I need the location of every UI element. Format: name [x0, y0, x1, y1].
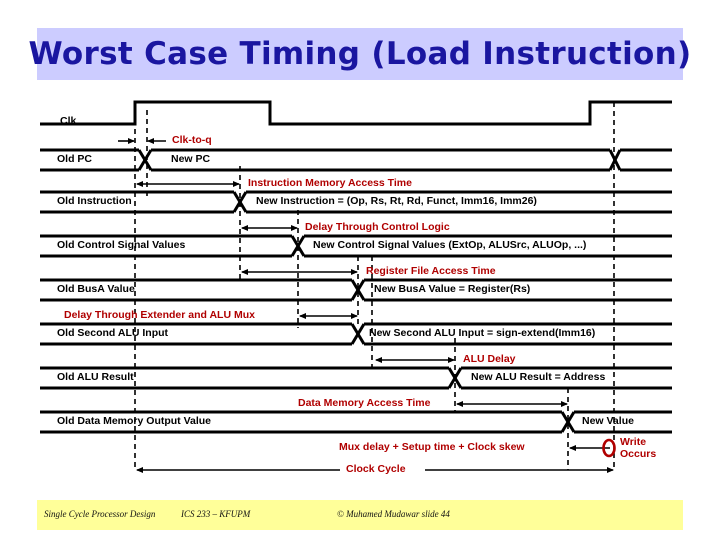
page-title: Worst Case Timing (Load Instruction): [28, 36, 692, 72]
signal-new-value-instruction: New Instruction = (Op, Rs, Rt, Rd, Funct…: [256, 195, 537, 207]
signal-label-alu-result: Old ALU Result: [57, 371, 134, 383]
annotation-clock-cycle: Clock Cycle: [346, 463, 406, 475]
signal-new-value-second-alu-in: New Second ALU Input = sign-extend(Imm16…: [369, 327, 596, 339]
signal-new-value-busa: New BusA Value = Register(Rs): [374, 283, 531, 295]
signal-label-control: Old Control Signal Values: [57, 239, 186, 251]
slide-footer-bar: [37, 500, 683, 530]
signal-clk-wave: [40, 100, 672, 126]
timing-diagram: Clk Old PC Old Instruction Old Control S…: [0, 88, 720, 488]
footer-course-title: Single Cycle Processor Design: [44, 509, 156, 519]
annotation-clk-to-q: Clk-to-q: [172, 134, 212, 146]
timing-diagram-svg: [40, 100, 672, 473]
annotation-write-occurs: Write Occurs: [620, 436, 657, 460]
slide-title-bar: Worst Case Timing (Load Instruction): [28, 28, 692, 80]
signal-second-alu-in-wave: [40, 322, 672, 346]
footer-credit: © Muhamed Mudawar slide 44: [337, 509, 450, 519]
annotation-data-mem-access: Data Memory Access Time: [298, 397, 431, 409]
signal-alu-result-wave: [40, 366, 672, 390]
signal-label-data-mem-out: Old Data Memory Output Value: [57, 415, 212, 427]
signal-new-value-data-mem-out: New Value: [582, 415, 634, 427]
signal-label-second-alu-in: Old Second ALU Input: [57, 327, 169, 339]
signal-new-value-alu-result: New ALU Result = Address: [471, 371, 606, 383]
signal-label-pc: Old PC: [57, 153, 93, 165]
signal-new-value-control: New Control Signal Values (ExtOp, ALUSrc…: [313, 239, 587, 251]
annotation-alu-delay: ALU Delay: [463, 353, 516, 365]
annotation-regfile-access: Register File Access Time: [366, 265, 496, 277]
signal-new-value-pc: New PC: [171, 153, 211, 165]
signal-busa-wave: [40, 278, 672, 302]
signal-label-busa: Old BusA Value: [57, 283, 135, 295]
annotation-control-logic-delay: Delay Through Control Logic: [305, 221, 450, 233]
footer-course-code: ICS 233 – KFUPM: [181, 509, 251, 519]
write-occurs-marker: [602, 438, 616, 458]
annotation-extender-alumux: Delay Through Extender and ALU Mux: [64, 309, 255, 321]
annotation-mux-setup-skew: Mux delay + Setup time + Clock skew: [339, 441, 525, 453]
annotation-instr-mem-access: Instruction Memory Access Time: [248, 177, 412, 189]
signal-label-instruction: Old Instruction: [57, 195, 132, 207]
signal-label-clk: Clk: [60, 115, 77, 127]
signal-pc-wave: [40, 148, 672, 172]
signal-control-wave: [40, 234, 672, 258]
signal-instruction-wave: [40, 190, 672, 214]
signal-data-mem-out-wave: [40, 410, 672, 434]
